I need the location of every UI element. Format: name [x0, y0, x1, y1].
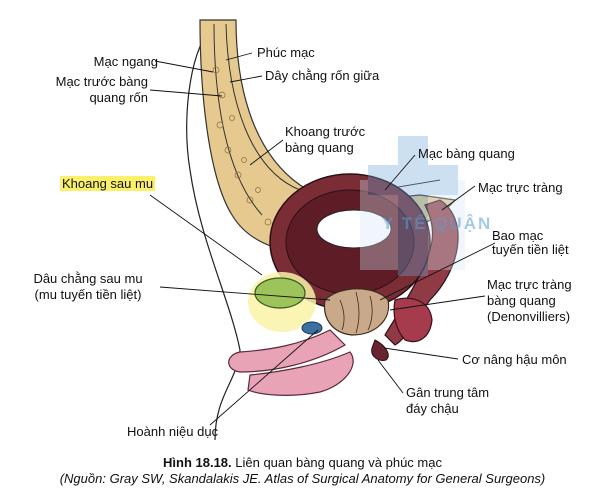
label-denonvilliers-1: Mạc trực tràng	[487, 277, 572, 292]
label-puboprostatic-ligament-1: Dâu chằng sau mu	[33, 271, 143, 286]
figure-title: Liên quan bàng quang và phúc mạc	[231, 455, 442, 470]
label-median-umbilical-ligament: Dây chằng rốn giữa	[265, 68, 380, 83]
label-rectal-fascia: Mạc trực tràng	[478, 180, 563, 195]
watermark-text: Y TẾ QUẬN	[382, 214, 493, 233]
perineal-body	[301, 321, 323, 335]
label-prostatic-sheath-1: Bao mạc	[492, 228, 544, 243]
anal-canal	[371, 339, 389, 361]
figure-caption: Hình 18.18. Liên quan bàng quang và phúc…	[0, 455, 605, 470]
leader-lines	[149, 52, 496, 426]
label-retropubic-space: Khoang sau mu	[60, 176, 156, 191]
label-urogenital-diaphragm: Hoành niệu dục	[127, 424, 219, 439]
bladder-cavity	[316, 209, 392, 249]
figure-number: Hình 18.18.	[163, 455, 232, 470]
label-puboprostatic-ligament-2: (mu tuyến tiền liệt)	[34, 287, 142, 302]
label-perineal-body-2: đáy chậu	[406, 401, 459, 416]
watermark-logo	[360, 136, 465, 276]
urethra-penis	[228, 329, 346, 373]
body-outline	[186, 29, 241, 441]
bulb	[247, 351, 354, 396]
label-prevesical-space-2: bàng quang	[285, 140, 354, 155]
label-umbilical-prevesical-fascia-1: Mạc trước bàng	[55, 74, 148, 89]
label-vesical-fascia: Mạc bàng quang	[418, 146, 515, 161]
label-denonvilliers-2: bàng quang	[487, 293, 556, 308]
label-transversalis-fascia: Mạc ngang	[93, 54, 158, 69]
prostate-lobes	[339, 291, 373, 334]
label-umbilical-prevesical-fascia-2: quang rốn	[89, 90, 148, 105]
label-prevesical-space-1: Khoang trước	[285, 124, 366, 139]
transversalis-fascia-line	[213, 23, 263, 216]
pubic-ligament-green	[254, 277, 306, 309]
label-perineal-body-1: Gân trung tâm	[406, 385, 490, 400]
seminal-vesicle	[393, 297, 433, 343]
label-prostatic-sheath-2: tuyến tiền liệt	[492, 242, 569, 257]
label-peritoneum: Phúc mạc	[257, 45, 315, 60]
figure-source: (Nguồn: Gray SW, Skandalakis JE. Atlas o…	[59, 471, 546, 486]
label-denonvilliers-3: (Denonvilliers)	[487, 309, 571, 324]
label-levator-ani: Cơ nâng hậu môn	[462, 352, 567, 367]
